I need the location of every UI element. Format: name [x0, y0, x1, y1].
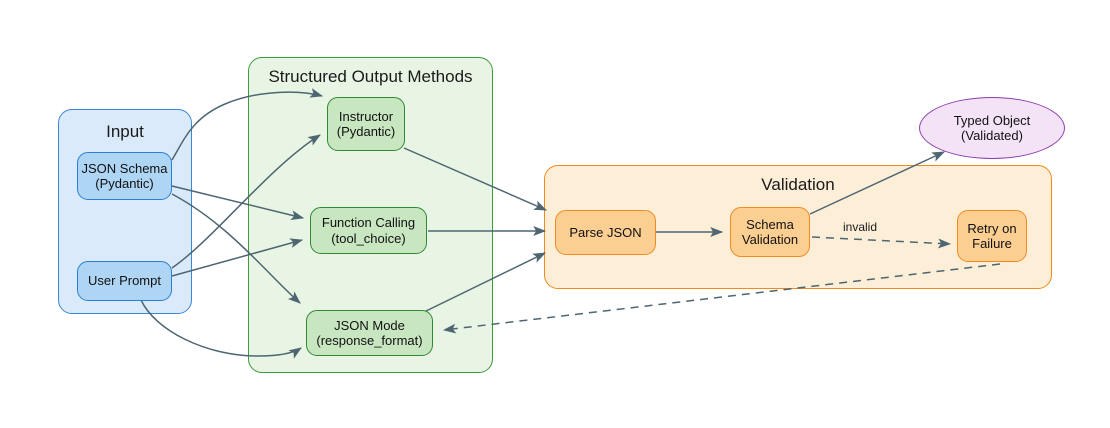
node-function-calling[interactable]: Function Calling (tool_choice) — [310, 207, 427, 254]
edge-user-prompt-to-function-calling — [171, 238, 304, 277]
node-json-schema-line2: (Pydantic) — [95, 176, 154, 191]
cluster-input-label: Input — [106, 122, 144, 141]
edge-user-prompt-to-instructor — [171, 134, 321, 269]
node-retry-on-failure-line1: Retry on — [967, 220, 1017, 236]
edge-retry-to-json-mode — [442, 263, 1001, 334]
edge-user-prompt-to-json-mode — [140, 299, 302, 359]
node-retry-on-failure-line2: Failure — [972, 236, 1012, 251]
edge-schema-validation-to-retry — [811, 236, 952, 249]
edge-json-schema-to-function-calling — [171, 185, 305, 221]
node-schema-validation[interactable]: Schema Validation — [730, 207, 810, 257]
node-retry-on-failure[interactable]: Retry on Failure — [957, 210, 1027, 262]
cluster-validation-label: Validation — [761, 175, 835, 194]
node-typed-object-line2: (Validated) — [961, 128, 1023, 143]
node-parse-json[interactable]: Parse JSON — [555, 210, 656, 255]
node-instructor-line2: (Pydantic) — [336, 124, 396, 139]
node-parse-json-line1: Parse JSON — [569, 224, 642, 240]
node-json-mode-line2: (response_format) — [316, 333, 423, 348]
node-json-mode[interactable]: JSON Mode (response_format) — [306, 310, 433, 356]
node-schema-validation-line1: Schema — [746, 216, 794, 232]
node-typed-object-line1: Typed Object — [953, 112, 1031, 128]
node-json-schema-line1: JSON Schema — [81, 160, 168, 176]
node-typed-object[interactable]: Typed Object (Validated) — [919, 97, 1065, 159]
cluster-methods-label: Structured Output Methods — [268, 67, 473, 86]
node-user-prompt[interactable]: User Prompt — [77, 261, 172, 301]
edge-label-invalid: invalid — [843, 220, 878, 234]
edge-json-schema-to-instructor — [171, 88, 324, 161]
node-user-prompt-line1: User Prompt — [88, 273, 161, 289]
node-function-calling-line2: (tool_choice) — [331, 230, 406, 246]
node-instructor[interactable]: Instructor (Pydantic) — [327, 97, 405, 151]
node-instructor-line1: Instructor — [338, 108, 394, 124]
node-json-mode-line1: JSON Mode — [334, 317, 405, 333]
edge-instructor-to-parse-json — [403, 147, 548, 211]
edge-schema-validation-to-typed-object — [809, 151, 946, 215]
node-schema-validation-line2: Validation — [741, 232, 799, 247]
edge-json-mode-to-parse-json — [423, 252, 547, 313]
node-json-schema[interactable]: JSON Schema (Pydantic) — [77, 152, 172, 200]
node-function-calling-line1: Function Calling — [321, 215, 416, 230]
edge-json-schema-to-json-mode — [171, 193, 301, 304]
